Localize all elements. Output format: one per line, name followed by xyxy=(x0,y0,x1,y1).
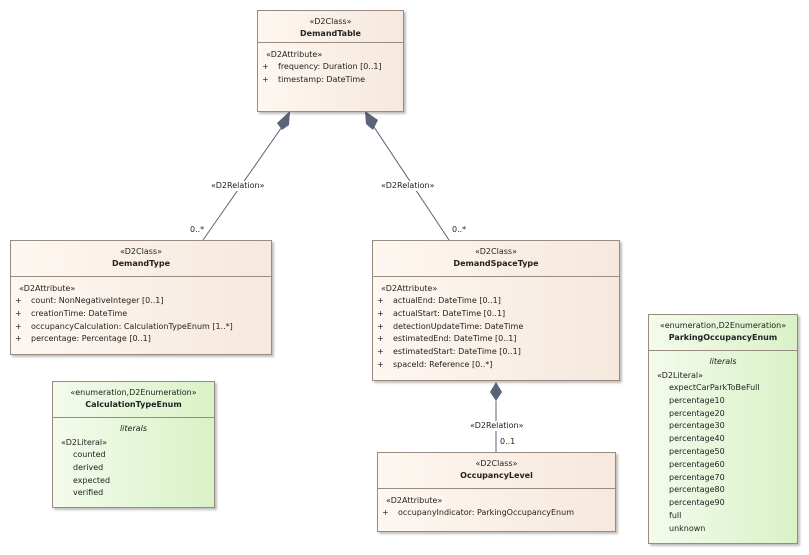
attribute-row: +creationTime: DateTime xyxy=(15,308,128,318)
composition-diamond-table-space xyxy=(365,111,378,130)
enum-calculation-type[interactable]: «enumeration,D2Enumeration» CalculationT… xyxy=(52,381,215,508)
literal-item: percentage30 xyxy=(669,421,725,431)
literal-item: verified xyxy=(73,488,104,498)
class-stereotype: «D2Class» xyxy=(120,247,162,256)
literal-item: percentage20 xyxy=(669,408,725,418)
attribute-row: +count: NonNegativeInteger [0..1] xyxy=(15,296,164,305)
literal-stereotype: «D2Literal» xyxy=(61,438,108,447)
attribute-compartment: «D2Attribute» +occupanyIndicator: Parkin… xyxy=(378,488,615,520)
class-name: DemandSpaceType xyxy=(453,259,539,268)
literal-item: percentage80 xyxy=(669,485,725,495)
attribute-stereotype: «D2Attribute» xyxy=(266,50,323,59)
literal-item: percentage50 xyxy=(669,446,725,456)
enum-stereotype: «enumeration,D2Enumeration» xyxy=(70,388,197,397)
literal-item: full xyxy=(669,510,682,520)
attribute-compartment: «D2Attribute» +actualEnd: DateTime [0..1… xyxy=(373,276,619,372)
enum-name: CalculationTypeEnum xyxy=(85,400,182,409)
literal-item: expected xyxy=(73,475,111,485)
attribute-row: +occupancyCalculation: CalculationTypeEn… xyxy=(15,321,233,331)
literal-item: percentage90 xyxy=(669,498,725,508)
literals-title: literals xyxy=(119,424,148,433)
attribute-stereotype: «D2Attribute» xyxy=(381,284,438,293)
literal-item: derived xyxy=(73,462,104,472)
literals-title: literals xyxy=(709,357,737,366)
enum-parking-occupancy[interactable]: «enumeration,D2Enumeration» ParkingOccup… xyxy=(648,314,798,544)
attribute-compartment: «D2Attribute» +count: NonNegativeInteger… xyxy=(11,276,271,346)
literal-item: expectCarParkToBeFull xyxy=(669,383,760,392)
attribute-row: +estimatedStart: DateTime [0..1] xyxy=(377,347,521,357)
literal-item: percentage60 xyxy=(669,459,725,469)
class-stereotype: «D2Class» xyxy=(309,17,352,26)
composition-diamond-table-type xyxy=(277,111,290,130)
attribute-compartment: «D2Attribute» +frequency: Duration [0..1… xyxy=(258,42,403,87)
literal-item: unknown xyxy=(669,523,706,533)
literal-stereotype: «D2Literal» xyxy=(657,371,704,380)
attribute-row: +percentage: Percentage [0..1] xyxy=(15,334,151,344)
class-stereotype: «D2Class» xyxy=(475,459,518,468)
class-name: DemandType xyxy=(111,259,171,268)
enum-stereotype: «enumeration,D2Enumeration» xyxy=(659,321,787,330)
attribute-row: +timestamp: DateTime xyxy=(262,74,366,84)
class-demand-space-type[interactable]: «D2Class» DemandSpaceType «D2Attribute» … xyxy=(372,240,620,381)
attribute-row: +actualStart: DateTime [0..1] xyxy=(377,308,506,318)
literal-item: percentage10 xyxy=(669,395,725,405)
attribute-row: +estimatedEnd: DateTime [0..1] xyxy=(377,334,517,344)
composition-diamond-space-level xyxy=(490,382,502,401)
class-occupancy-level[interactable]: «D2Class» OccupancyLevel «D2Attribute» +… xyxy=(377,452,616,532)
attribute-row: +occupanyIndicator: ParkingOccupancyEnum xyxy=(382,508,574,517)
attribute-stereotype: «D2Attribute» xyxy=(386,496,443,505)
class-name: DemandTable xyxy=(300,29,361,38)
multiplicity-table-space: 0..* xyxy=(452,225,467,234)
relation-label-space-level: «D2Relation» xyxy=(470,421,524,431)
attribute-row: +spaceId: Reference [0..*] xyxy=(377,359,493,369)
class-demand-table[interactable]: «D2Class» DemandTable «D2Attribute» +fre… xyxy=(257,10,404,112)
literal-item: percentage70 xyxy=(669,472,725,482)
attribute-row: +actualEnd: DateTime [0..1] xyxy=(377,296,501,305)
literal-compartment: literals «D2Literal» counted derived exp… xyxy=(53,417,214,500)
class-stereotype: «D2Class» xyxy=(475,247,517,256)
enum-name: ParkingOccupancyEnum xyxy=(668,333,778,342)
multiplicity-table-type: 0..* xyxy=(190,225,205,234)
attribute-row: +detectionUpdateTime: DateTime xyxy=(377,321,524,331)
attribute-row: +frequency: Duration [0..1] xyxy=(262,62,382,71)
multiplicity-space-level: 0..1 xyxy=(500,437,516,446)
class-demand-type[interactable]: «D2Class» DemandType «D2Attribute» +coun… xyxy=(10,240,272,355)
relation-label-table-space: «D2Relation» xyxy=(381,181,435,191)
attribute-stereotype: «D2Attribute» xyxy=(19,284,76,293)
literal-item: percentage40 xyxy=(669,434,725,444)
relation-label-table-type: «D2Relation» xyxy=(211,181,265,191)
literal-item: counted xyxy=(73,450,106,459)
literal-compartment: literals «D2Literal» expectCarParkToBeFu… xyxy=(649,350,797,536)
class-name: OccupancyLevel xyxy=(460,471,533,480)
